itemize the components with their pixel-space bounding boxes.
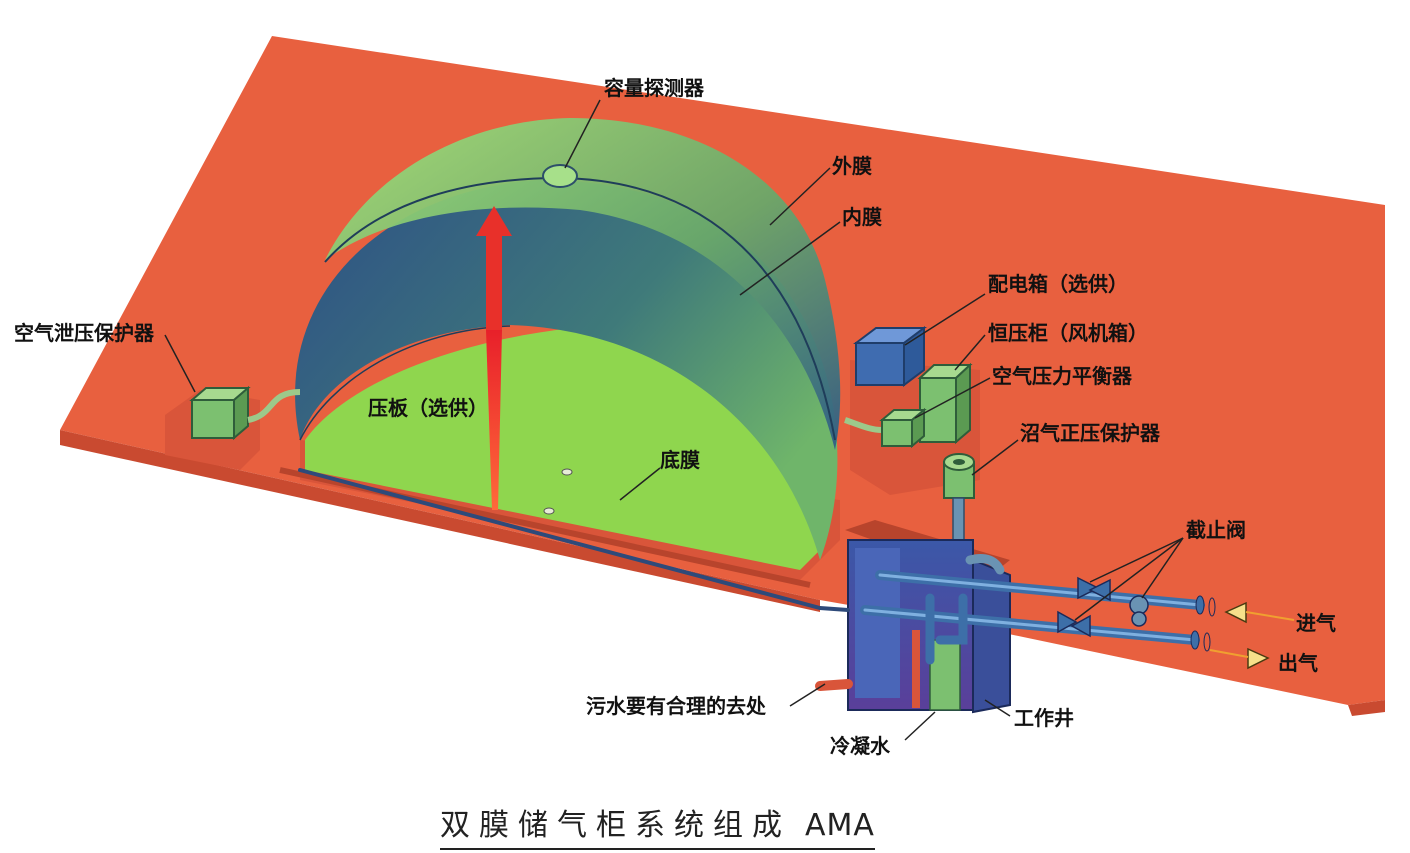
capacity-detector-shape xyxy=(543,165,577,187)
biogas-protector-label: 沼气正压保护器 xyxy=(1020,421,1160,445)
caption-title: 双膜储气柜系统组成 xyxy=(440,808,791,843)
drain-hole xyxy=(562,469,572,475)
gas-inlet-label: 进气 xyxy=(1296,611,1336,635)
air-relief-protector-label: 空气泄压保护器 xyxy=(14,321,154,345)
constant-pressure-cabinet-label: 恒压柜（风机箱） xyxy=(988,321,1148,345)
pressure-plate-label: 压板（选供） xyxy=(368,396,488,420)
work-well-label: 工作井 xyxy=(1014,706,1074,730)
constant-pressure-cabinet-shape xyxy=(920,365,970,442)
caption-suffix: AMA xyxy=(805,808,875,843)
outer-membrane-label: 外膜 xyxy=(832,154,872,178)
inner-membrane-label: 内膜 xyxy=(842,205,882,229)
drain-hole xyxy=(544,508,554,514)
gas-outlet-label: 出气 xyxy=(1278,651,1318,675)
capacity-detector-label: 容量探测器 xyxy=(604,76,704,100)
distribution-box-label: 配电箱（选供） xyxy=(988,272,1128,296)
distribution-box-shape xyxy=(856,328,924,385)
air-pressure-balancer-label: 空气压力平衡器 xyxy=(992,364,1132,388)
condensate-water-label: 冷凝水 xyxy=(830,734,890,758)
diagram-caption: 双膜储气柜系统组成 AMA xyxy=(440,800,875,850)
shutoff-valve-label: 截止阀 xyxy=(1186,518,1246,542)
sewage-disposal-label: 污水要有合理的去处 xyxy=(586,694,766,718)
bottom-membrane-label: 底膜 xyxy=(660,448,700,472)
